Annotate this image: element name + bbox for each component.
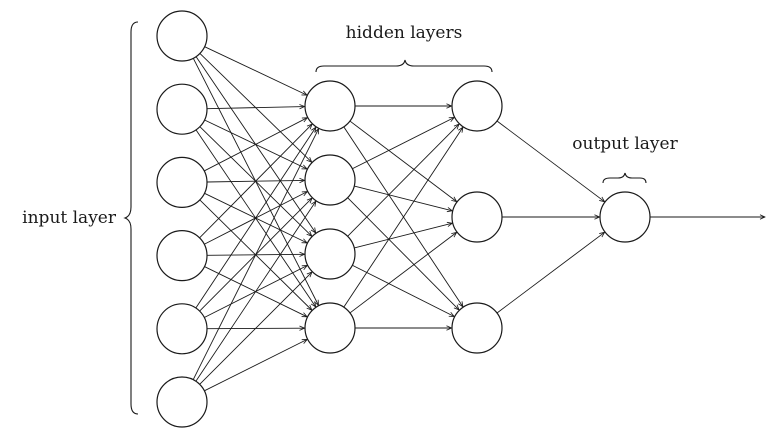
output-layer-label: output layer <box>572 134 678 154</box>
connection-l1-1-to-2 <box>347 197 459 310</box>
input-neuron-3 <box>156 156 208 208</box>
hidden2-neuron-1 <box>451 80 503 132</box>
hidden-layers-brace <box>315 59 493 73</box>
connection-l2-0-to-0 <box>496 120 605 202</box>
hidden1-neuron-2 <box>304 154 356 206</box>
connection-l1-2-to-0 <box>347 124 459 237</box>
connection-l1-3-to-1 <box>349 232 457 314</box>
connection-l1-0-to-1 <box>349 120 457 202</box>
connection-l1-3-to-0 <box>343 127 463 308</box>
connection-l0-5-to-0 <box>192 129 318 380</box>
hidden2-neuron-3 <box>451 302 503 354</box>
connection-l1-2-to-2 <box>352 264 454 316</box>
connection-l0-2-to-0 <box>204 118 307 172</box>
connection-l0-5-to-3 <box>204 339 307 392</box>
connection-l0-5-to-2 <box>199 272 312 385</box>
connection-l1-1-to-1 <box>354 185 452 211</box>
input-neuron-6 <box>156 376 208 428</box>
input-neuron-1 <box>156 10 208 62</box>
output-layer-brace <box>602 172 647 184</box>
hidden1-neuron-1 <box>304 80 356 132</box>
connection-l0-3-to-0 <box>199 124 312 239</box>
input-neuron-2 <box>156 83 208 135</box>
hidden2-neuron-2 <box>451 191 503 243</box>
neurons <box>156 10 651 428</box>
connections <box>192 46 765 392</box>
input-layer-label: input layer <box>22 208 117 228</box>
connection-l1-2-to-1 <box>354 223 452 249</box>
hidden1-neuron-3 <box>304 228 356 280</box>
hidden1-neuron-4 <box>304 302 356 354</box>
input-neuron-5 <box>156 303 208 355</box>
connection-l0-4-to-0 <box>195 127 316 309</box>
connection-l0-5-to-1 <box>195 201 316 382</box>
input-neuron-4 <box>156 230 208 282</box>
output-neuron-1 <box>599 191 651 243</box>
connection-l0-0-to-0 <box>204 46 307 95</box>
connection-l2-2-to-0 <box>496 232 605 314</box>
hidden-layers-label: hidden layers <box>346 23 463 43</box>
input-layer-brace <box>123 21 139 415</box>
connection-l0-1-to-0 <box>206 107 305 109</box>
connection-l1-1-to-0 <box>352 117 454 170</box>
